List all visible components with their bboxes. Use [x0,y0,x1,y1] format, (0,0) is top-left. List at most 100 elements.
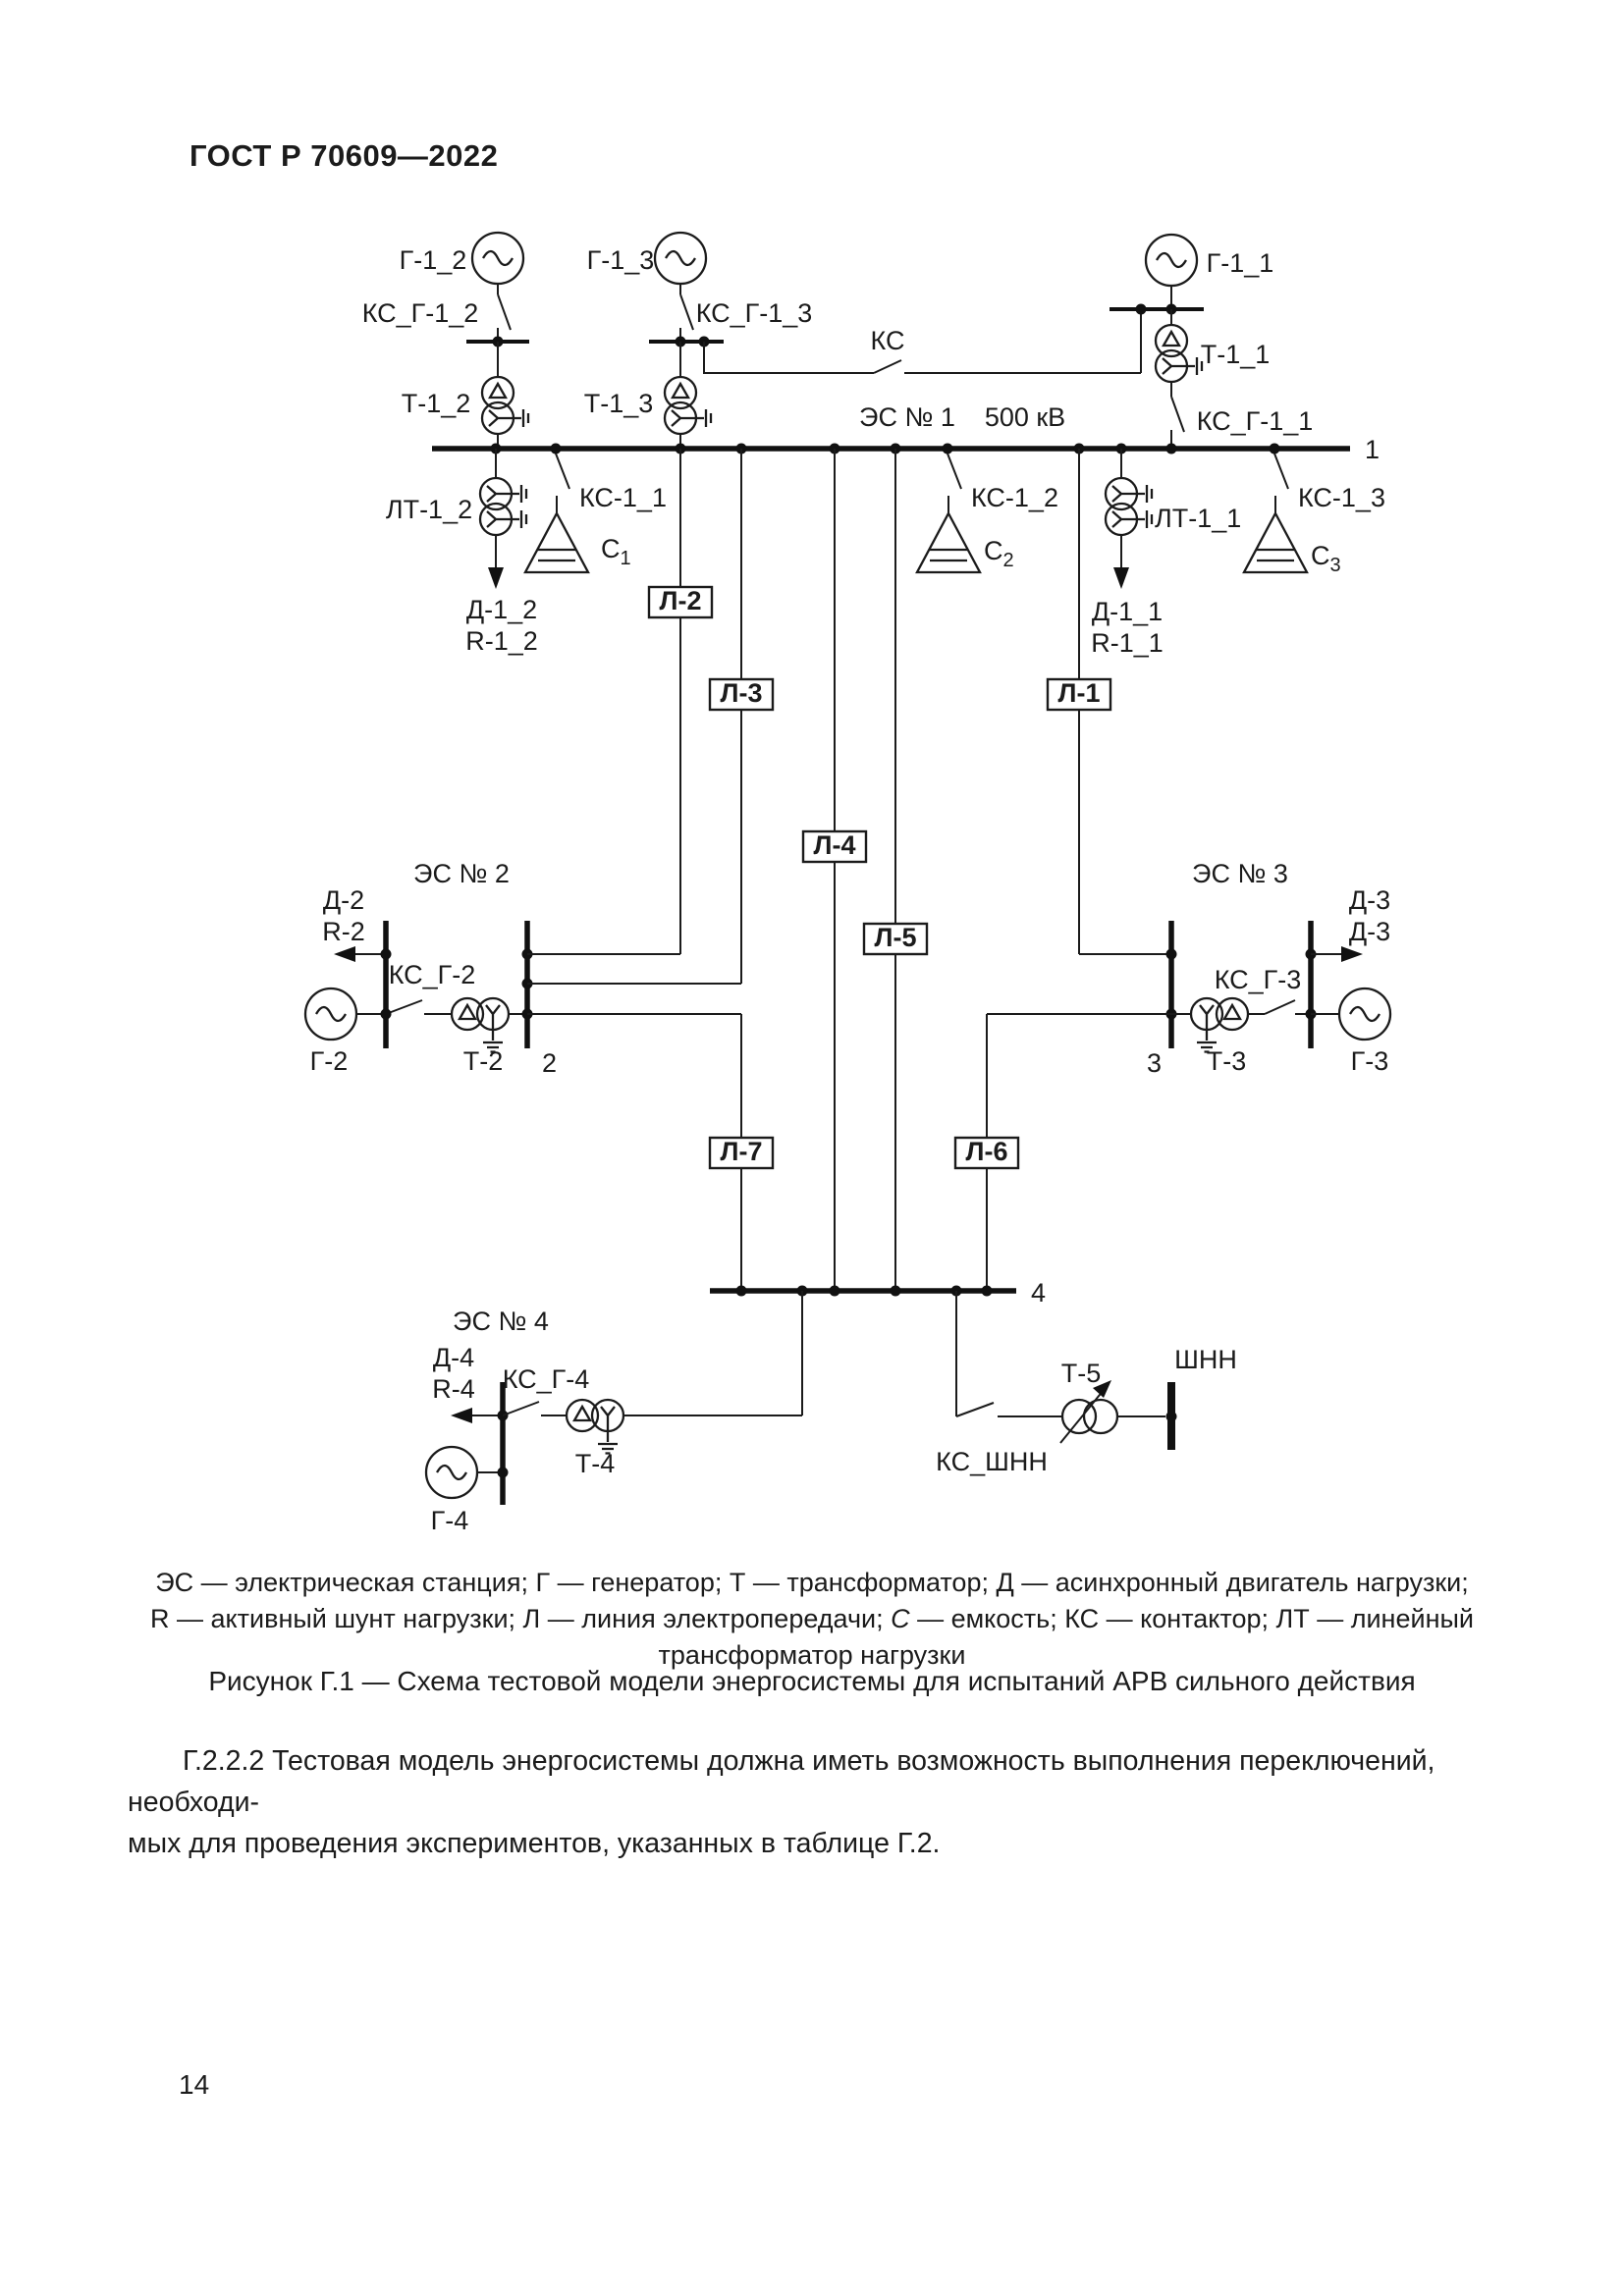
regulation-arrow [1059,1389,1105,1444]
line-l7 [708,1014,775,1291]
generator-g-1-1 [1110,233,1204,325]
label-g3: Г-3 [1351,1046,1389,1076]
shnn-branch [955,1291,1177,1450]
label-l7: Л-7 [721,1137,763,1166]
generator-icon [424,1445,479,1500]
load-arrow-icon [488,567,504,589]
label-g-1-1: Г-1_1 [1207,248,1274,278]
clause-paragraph: Г.2.2.2 Тестовая модель энергосистемы до… [128,1740,1500,1864]
contactor-ks-1-1 [523,453,590,574]
page-header: ГОСТ Р 70609—2022 [189,138,499,173]
label-es2: ЭС № 2 [413,859,510,888]
line-l1 [1046,449,1171,955]
label-ks-g3: КС_Г-3 [1215,965,1302,994]
label-t-1-2: Т-1_2 [402,389,471,418]
generator-g-1-2 [466,231,529,377]
capacitor-icon [1242,511,1309,574]
generator-icon [470,231,525,286]
legend-line-1: ЭС — электрическая станция; Г — генерато… [155,1568,1469,1597]
label-l2: Л-2 [660,586,702,615]
label-l4: Л-4 [814,830,856,860]
label-ks-shnn: КС_ШНН [936,1447,1048,1476]
label-g-1-2: Г-1_2 [400,245,467,275]
legend-line-3: трансформатор нагрузки [658,1640,966,1670]
label-es1: ЭС № 1 [859,402,955,432]
station-3 [1165,921,1392,1053]
label-lt-1-1: ЛТ-1_1 [1155,504,1241,533]
load-transformer-lt-1-1 [1104,449,1154,589]
label-t-1-3: Т-1_3 [584,389,654,418]
load-arrow-icon [334,946,355,962]
label-d3-top: Д-3 [1349,885,1390,915]
label-ks-g-1-2: КС_Г-1_2 [362,298,479,328]
transformer-t-1-1 [1154,323,1204,449]
contactor-ks-1-3 [1242,453,1309,574]
figure-caption: Рисунок Г.1 — Схема тестовой модели энер… [208,1666,1416,1696]
bus-4 [710,1285,1016,1297]
paragraph-line-2: мых для проведения экспериментов, указан… [128,1828,941,1859]
label-l1: Л-1 [1058,678,1101,708]
station-2 [303,921,741,1053]
label-g-1-3: Г-1_3 [587,245,655,275]
line-l6 [953,1013,1171,1291]
generator-icon [303,987,358,1041]
label-t2: Т-2 [463,1046,504,1076]
label-ks-g4: КС_Г-4 [503,1364,590,1394]
label-l5: Л-5 [875,923,917,952]
label-d-1-2: Д-1_2 [466,595,537,624]
label-500kv: 500 кВ [985,402,1065,432]
label-ks-g-1-1: КС_Г-1_1 [1197,406,1314,436]
label-bus4: 4 [1031,1278,1046,1308]
label-ks-1-2: КС-1_2 [971,483,1058,512]
label-r-1-2: R-1_2 [465,626,538,656]
transformer-t-1-3 [663,375,713,449]
label-g4: Г-4 [431,1506,469,1535]
label-bus2: 2 [542,1048,557,1078]
generator-icon [1337,987,1392,1041]
label-r-1-1: R-1_1 [1091,628,1164,658]
label-ks-1-3: КС-1_3 [1298,483,1385,512]
bus-1 [432,443,1350,454]
capacitor-icon [915,511,982,574]
label-es3: ЭС № 3 [1192,859,1288,888]
label-ks-g-1-3: КС_Г-1_3 [696,298,813,328]
label-c2: С2 [984,536,1014,571]
label-r2: R-2 [322,917,365,946]
station-4 [424,1291,803,1505]
label-d-1-1: Д-1_1 [1092,597,1163,626]
load-arrow-icon [1113,567,1129,589]
generator-icon [1144,233,1199,288]
label-t5: Т-5 [1061,1359,1102,1388]
label-d4: Д-4 [433,1343,474,1372]
line-l2 [527,449,714,955]
label-ks-g2: КС_Г-2 [389,960,476,989]
line-l4 [801,449,868,1291]
transformer-t-1-2 [480,375,530,449]
load-arrow-icon [1341,946,1363,962]
generator-icon [653,231,708,286]
label-ks: КС [871,326,905,355]
capacitor-icon [523,511,590,574]
label-c3: С3 [1311,541,1341,576]
figure-legend: ЭС — электрическая станция; Г — генерато… [0,1565,1624,1674]
load-transformer-lt-1-2 [478,449,528,589]
label-l6: Л-6 [966,1137,1008,1166]
legend-line-2: R — активный шунт нагрузки; Л — линия эл… [150,1604,1474,1633]
label-t-1-1: Т-1_1 [1201,340,1271,369]
label-es4: ЭС № 4 [453,1307,549,1336]
label-c1: С1 [601,534,631,569]
power-system-schematic: Г-1_2 КС_Г-1_2 Т-1_2 Г-1_3 КС_Г-1_3 [303,231,1392,1535]
load-arrow-icon [451,1408,472,1423]
page-number: 14 [179,2069,210,2100]
label-t4: Т-4 [575,1449,616,1478]
paragraph-line-1: Г.2.2.2 Тестовая модель энергосистемы до… [128,1745,1435,1818]
label-lt-1-2: ЛТ-1_2 [386,495,472,524]
label-ks-1-1: КС-1_1 [579,483,667,512]
line-l5 [862,449,929,1291]
label-r4: R-4 [432,1374,475,1404]
contactor-ks-tie [703,309,1142,374]
label-t3: Т-3 [1207,1046,1247,1076]
label-g2: Г-2 [310,1046,349,1076]
label-d3-bottom: Д-3 [1349,917,1390,946]
